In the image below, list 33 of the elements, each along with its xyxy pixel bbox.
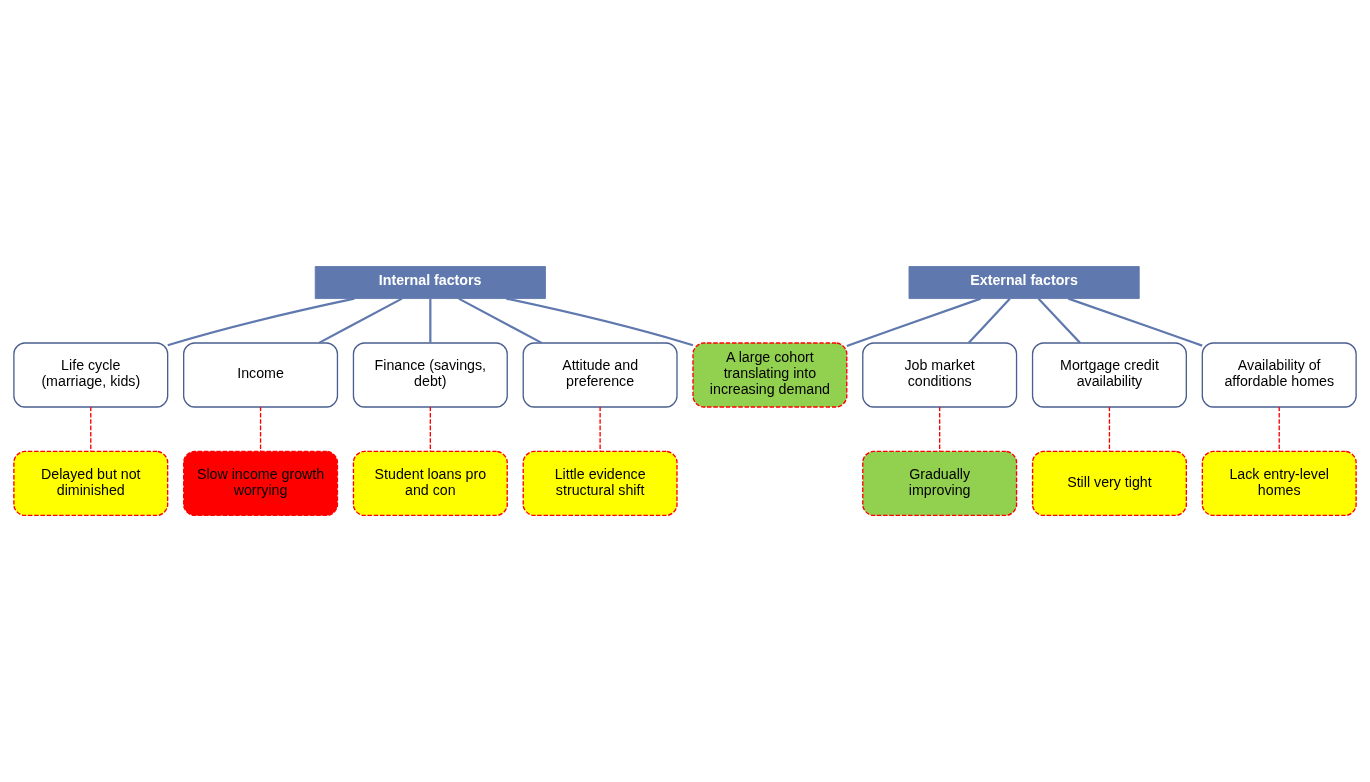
connector [259,406,262,452]
node-box: Attitude and preference [522,342,678,408]
node-box: Life cycle (marriage, kids) [13,342,169,408]
connector [599,406,601,452]
connector [318,297,403,344]
node-box: A large cohort translating into increasing demand [692,342,848,408]
connector [1278,406,1280,452]
connector [429,298,432,343]
node-box: Income [183,342,339,408]
connector [939,406,941,452]
connector [506,297,694,347]
node-box: Gradually improving [862,450,1018,517]
node-box: Availability of affordable homes [1201,342,1357,408]
node-box: Internal factors [314,266,546,299]
node-box: Student loans pro and con [352,450,508,517]
node-box: Lack entry-level homes [1201,450,1357,517]
connector [1037,298,1081,344]
node-box: Finance (savings, debt) [352,342,508,408]
connector [968,298,1011,344]
node-box: Slow income growth worrying [183,450,339,517]
connector [429,406,431,452]
connector [90,406,92,452]
node-box: Mortgage credit availability [1031,342,1187,408]
connector [458,297,543,344]
node-box: Still very tight [1031,450,1187,517]
node-box: Delayed but not diminished [13,450,169,517]
node-box: Job market conditions [862,342,1018,408]
connector [1068,297,1203,347]
connector [1108,406,1111,452]
connector [846,297,982,348]
node-box: External factors [908,266,1140,299]
connector [167,297,355,347]
node-box: Little evidence structural shift [522,450,678,517]
